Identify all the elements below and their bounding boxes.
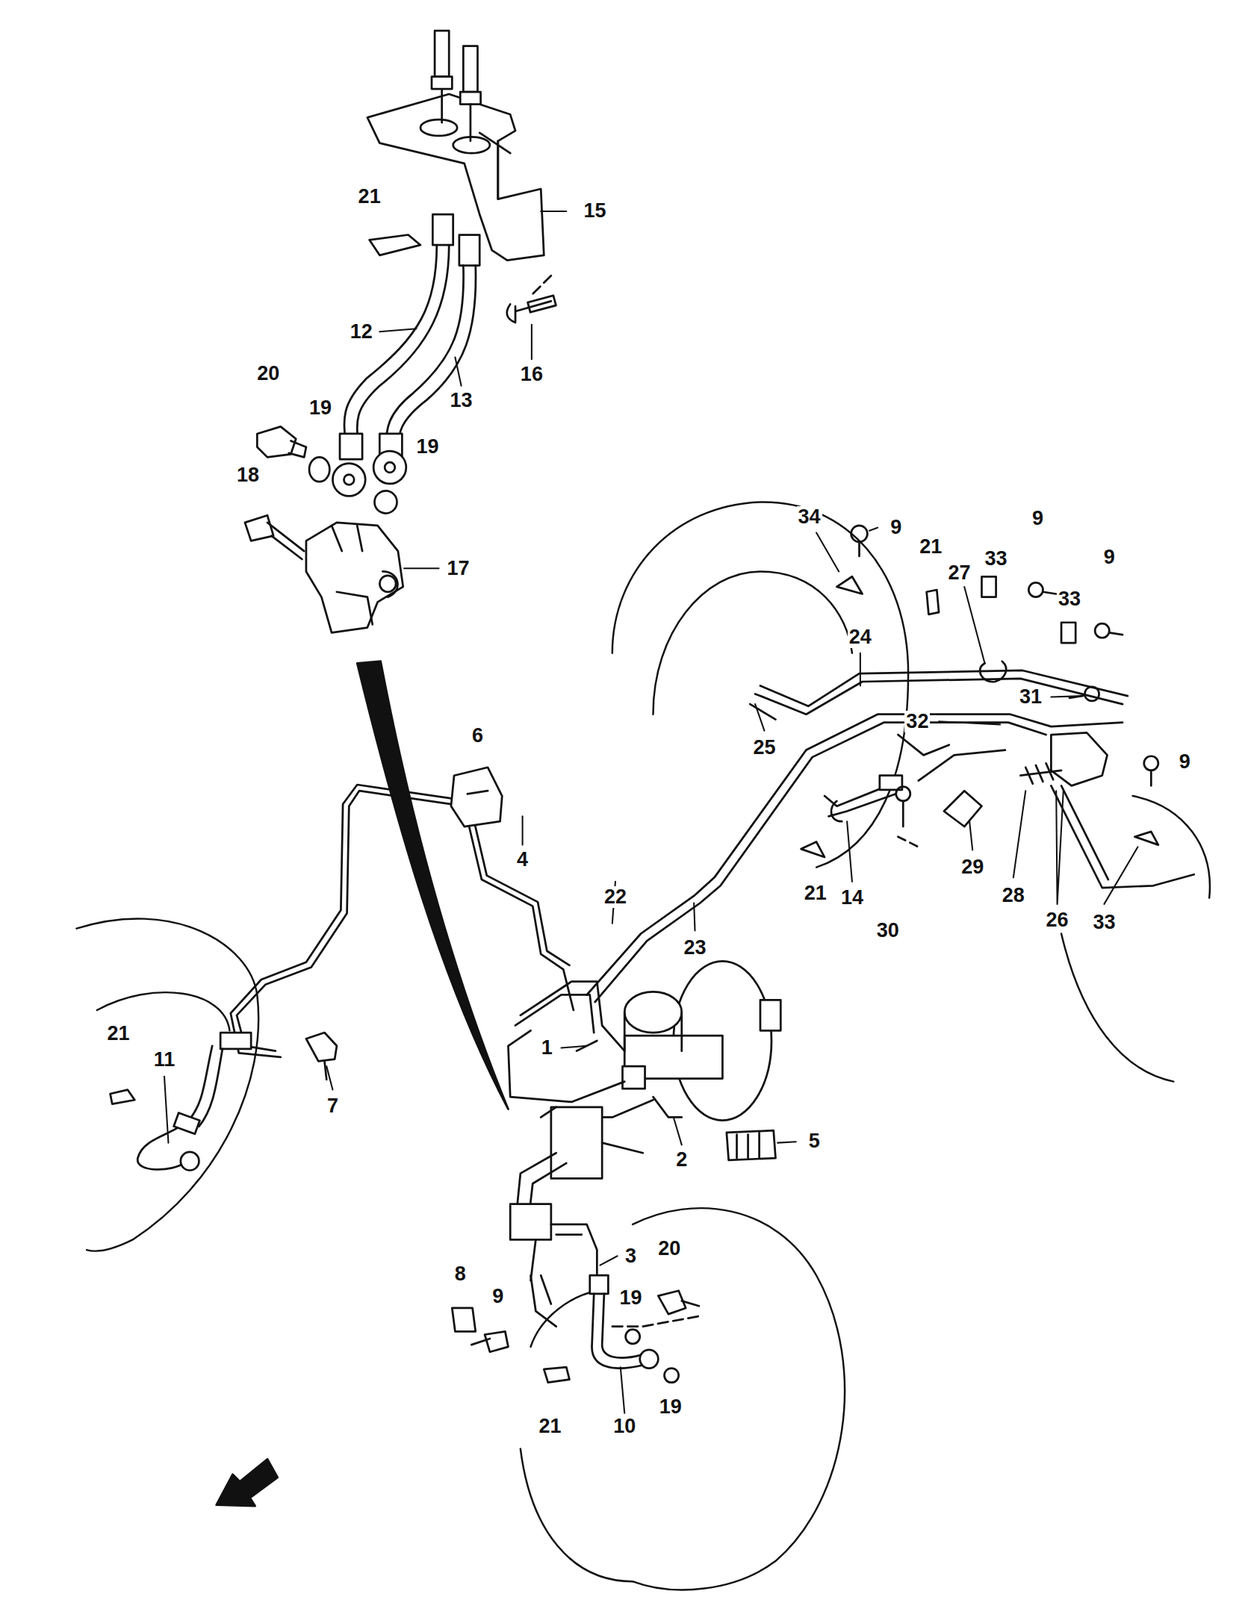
callout-number: 29 [959, 856, 986, 879]
callout-number: 5 [807, 1130, 822, 1153]
callout-number: 19 [307, 397, 334, 419]
callout-number: 23 [681, 937, 708, 959]
callout-number: 21 [356, 185, 383, 208]
callout-number: 10 [611, 1416, 638, 1438]
callout-number: 19 [617, 1287, 644, 1310]
callout-number: 9 [1102, 546, 1117, 569]
callout-number: 20 [656, 1238, 682, 1260]
callout-number: 9 [1177, 751, 1192, 773]
callout-number: 33 [983, 548, 1009, 570]
section-wedge [356, 661, 508, 1110]
callout-number: 19 [414, 436, 440, 458]
callout-number: 27 [946, 562, 972, 585]
callout-number: 2 [674, 1149, 689, 1172]
callout-number: 9 [490, 1286, 505, 1308]
callout-number: 19 [657, 1396, 684, 1419]
callout-number: 11 [152, 1049, 178, 1071]
callout-number: 24 [847, 626, 874, 649]
callout-number: 8 [453, 1263, 468, 1286]
callout-number: 9 [1030, 507, 1045, 530]
callout-number: 17 [445, 557, 471, 580]
callout-number: 13 [448, 389, 475, 412]
callout-number: 14 [839, 887, 865, 909]
callout-number: 33 [1091, 911, 1117, 934]
callout-number: 1 [539, 1037, 555, 1060]
callout-number: 15 [582, 200, 608, 222]
leader-lines [164, 211, 1139, 1414]
callout-number: 12 [348, 321, 375, 343]
callout-number: 26 [1044, 909, 1071, 932]
front-left-line [110, 784, 574, 1171]
callout-number: 21 [536, 1416, 563, 1438]
upper-hose-assembly [244, 30, 557, 633]
callout-number: 34 [796, 506, 823, 529]
callout-number: 16 [519, 363, 545, 386]
callout-number: 32 [904, 711, 930, 733]
callout-number: 18 [235, 464, 261, 487]
front-arrow [216, 1459, 278, 1507]
tire-outlines [76, 501, 1210, 1591]
callout-number: 22 [602, 886, 629, 909]
callout-number: 33 [1056, 588, 1083, 611]
callout-number: 9 [888, 516, 903, 539]
callout-number: 21 [105, 1023, 131, 1045]
callout-number: 21 [802, 882, 829, 905]
rear-lines [587, 525, 1195, 1003]
callout-number: 20 [255, 362, 281, 385]
callout-number: 7 [325, 1095, 340, 1118]
callout-number: 4 [515, 849, 530, 871]
master-cylinder-booster [507, 961, 781, 1121]
callout-number: 3 [623, 1245, 638, 1268]
callout-number: 31 [1017, 686, 1044, 709]
callout-number: 25 [751, 737, 777, 759]
callout-number: 28 [1000, 885, 1027, 907]
callout-number: 21 [917, 536, 944, 558]
callout-number: 30 [875, 920, 901, 942]
callout-number: 6 [470, 725, 485, 747]
